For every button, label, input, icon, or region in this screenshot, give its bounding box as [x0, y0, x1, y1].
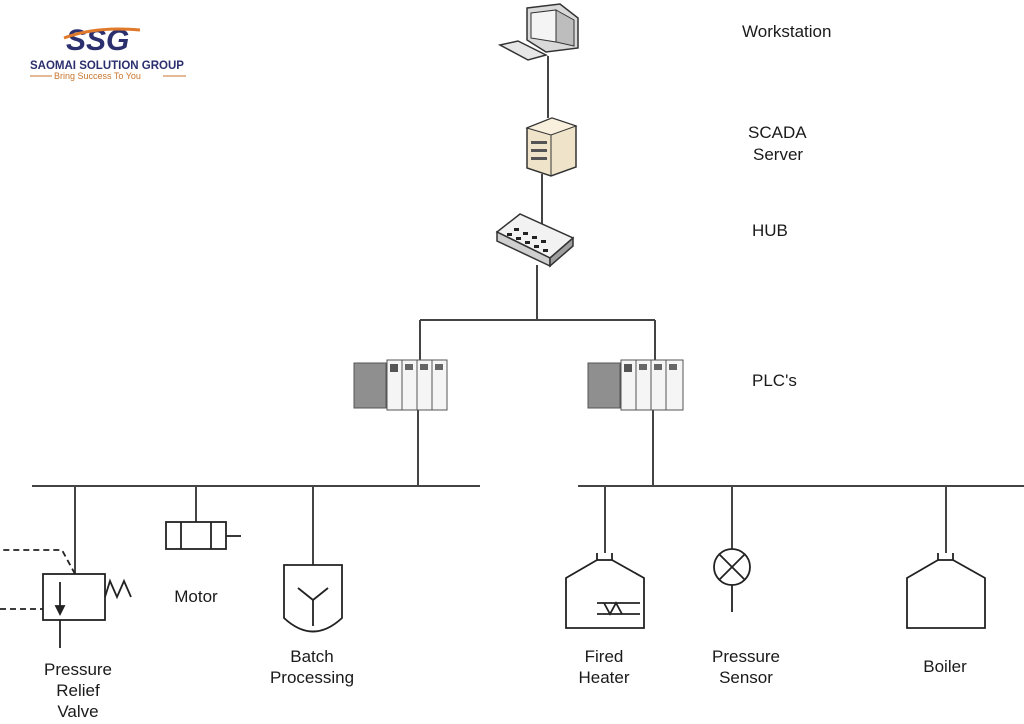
device-label-valve-1: Pressure — [44, 660, 112, 679]
logo-swoosh-icon — [63, 27, 141, 40]
device-label-heater-2: Heater — [578, 668, 629, 687]
boiler-icon — [906, 553, 986, 629]
tier-label-plcs: PLC's — [752, 371, 797, 390]
device-label-boiler: Boiler — [923, 657, 967, 676]
device-label-batch-2: Processing — [270, 668, 354, 687]
pressure-relief-valve-icon — [0, 549, 132, 648]
tier-label-server: Server — [753, 145, 803, 164]
batch-tank-icon — [283, 564, 343, 633]
device-label-valve-3: Valve — [57, 702, 98, 721]
server-tower-icon — [525, 117, 578, 177]
motor-icon — [165, 521, 241, 550]
device-label-sensor-1: Pressure — [712, 647, 780, 666]
company-logo: SSG SAOMAI SOLUTION GROUP Bring Success … — [30, 24, 186, 81]
plc-rack-left-icon — [353, 359, 448, 411]
tier-label-hub: HUB — [752, 221, 788, 240]
computer-monitor-icon — [497, 3, 579, 61]
tier-label-workstation: Workstation — [742, 22, 831, 41]
logo-company-name: SAOMAI SOLUTION GROUP — [30, 60, 184, 72]
device-label-motor: Motor — [174, 587, 218, 606]
device-label-batch-1: Batch — [290, 647, 333, 666]
network-links — [32, 56, 1024, 574]
tier-label-scada: SCADA — [748, 123, 807, 142]
network-hub-icon — [495, 213, 575, 268]
device-label-valve-2: Relief — [56, 681, 100, 700]
device-label-heater-1: Fired — [585, 647, 624, 666]
plc-rack-right-icon — [587, 359, 684, 411]
logo-tagline: Bring Success To You — [54, 71, 141, 81]
fired-heater-icon — [565, 553, 645, 629]
device-label-sensor-2: Sensor — [719, 668, 773, 687]
pressure-sensor-icon — [713, 548, 751, 612]
